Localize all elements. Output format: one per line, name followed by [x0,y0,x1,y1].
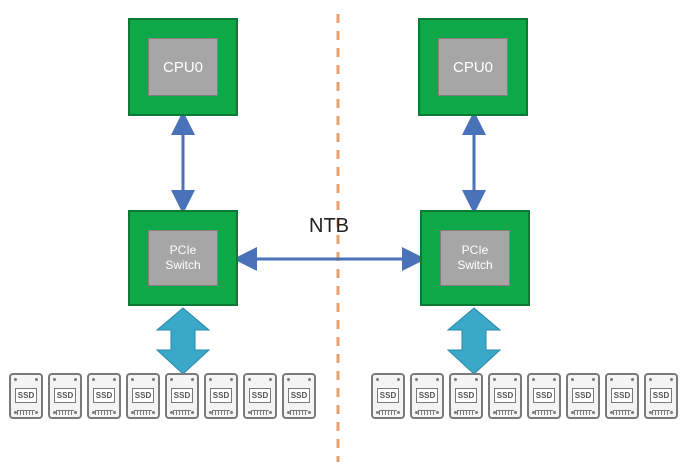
ssd-drive-label: SSD [572,388,594,403]
right-ssd-drive-icon: SSD [527,373,561,419]
ssd-drive-label: SSD [15,388,37,403]
ssd-drive-label: SSD [210,388,232,403]
right-pcie-switch-chip: PCIe Switch [420,210,530,306]
left-pcie-switch-chip: PCIe Switch [128,210,238,306]
ssd-drive-label: SSD [533,388,555,403]
ssd-drive-label: SSD [611,388,633,403]
left-switch-label-line2: Switch [165,258,201,272]
left-ssd-bus-arrow [155,307,211,375]
right-cpu-chip: CPU0 [418,18,528,116]
right-pcie-switch-die: PCIe Switch [440,230,510,286]
left-ssd-drive-icon: SSD [87,373,121,419]
left-ssd-drive-icon: SSD [9,373,43,419]
left-cpu-die: CPU0 [148,38,218,96]
ssd-drive-label: SSD [416,388,438,403]
ssd-drive-label: SSD [171,388,193,403]
ssd-drive-label: SSD [288,388,310,403]
left-ssd-drive-icon: SSD [243,373,277,419]
right-ssd-drive-icon: SSD [644,373,678,419]
right-switch-label-line1: PCIe [461,243,489,257]
ssd-drive-label: SSD [132,388,154,403]
ssd-drive-label: SSD [93,388,115,403]
left-pcie-switch-die: PCIe Switch [148,230,218,286]
right-ssd-drive-icon: SSD [371,373,405,419]
ssd-drive-label: SSD [249,388,271,403]
left-cpu-chip: CPU0 [128,18,238,116]
ssd-drive-label: SSD [650,388,672,403]
ssd-drive-label: SSD [455,388,477,403]
left-ssd-drive-icon: SSD [126,373,160,419]
left-switch-label-line1: PCIe [169,243,197,257]
right-cpu-die: CPU0 [438,38,508,96]
left-ssd-drive-icon: SSD [165,373,199,419]
right-ssd-bus-arrow [446,307,502,375]
right-ssd-drive-icon: SSD [605,373,639,419]
right-switch-label-line2: Switch [457,258,493,272]
left-cpu-label: CPU0 [162,58,203,76]
ssd-drive-label: SSD [54,388,76,403]
left-ssd-drive-icon: SSD [204,373,238,419]
ssd-drive-label: SSD [494,388,516,403]
left-ssd-drive-icon: SSD [48,373,82,419]
right-cpu-label: CPU0 [452,58,493,76]
right-ssd-drive-icon: SSD [410,373,444,419]
ntb-label: NTB [309,215,349,237]
ssd-drive-label: SSD [377,388,399,403]
left-ssd-drive-icon: SSD [282,373,316,419]
right-ssd-drive-icon: SSD [449,373,483,419]
right-ssd-drive-icon: SSD [488,373,522,419]
right-ssd-drive-icon: SSD [566,373,600,419]
